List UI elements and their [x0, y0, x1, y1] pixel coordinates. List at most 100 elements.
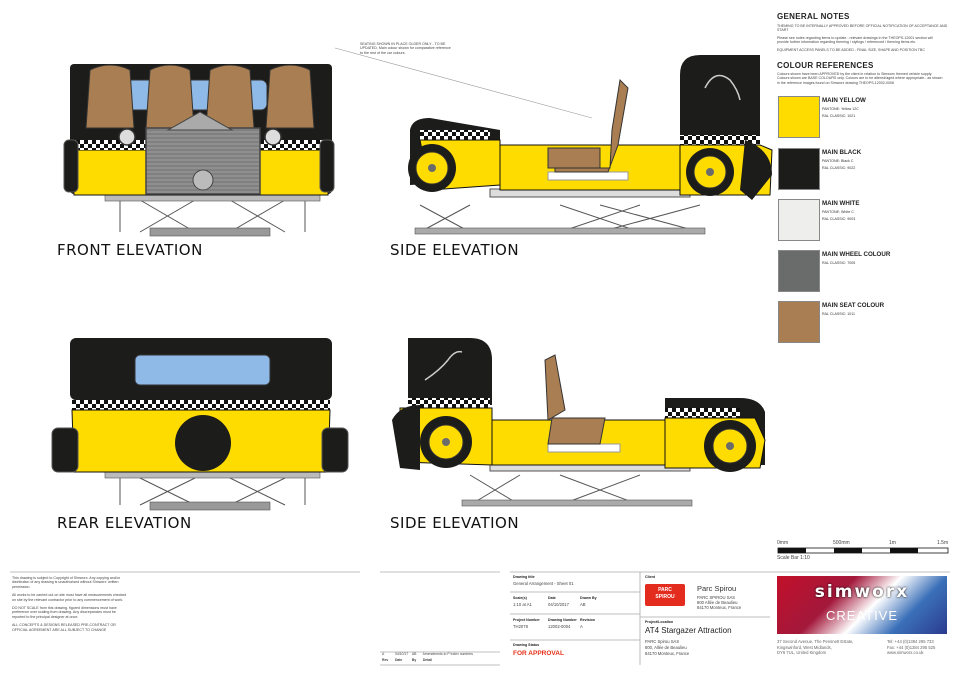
simworx-address-3: DY6 7UL, United Kingdom [777, 650, 827, 655]
swatch-ral: RAL CLASSIC: 7005 [822, 261, 856, 265]
parc-spirou-logo-line1: PARC [658, 587, 672, 593]
revision-header-rev: Rev [382, 658, 389, 663]
swatch-main-yellow [778, 96, 820, 138]
colour-references-title: COLOUR REFERENCES [777, 61, 874, 70]
simworx-web: www.simworx.co.uk [887, 650, 924, 655]
disclaimer: This drawing is subject to Copyright of … [12, 576, 130, 632]
colour-references-line-3: in the reference images found on Simworx… [777, 80, 894, 85]
rear-elevation-label: REAR ELEVATION [57, 514, 192, 532]
front-elevation-drawing [63, 64, 335, 237]
scale-tick-1-5m: 1.5m [937, 540, 949, 546]
swatch-ral: RAL CLASSIC: 9003 [822, 217, 856, 221]
general-notes: GENERAL NOTES THEMING TO BE INTERNALLY A… [777, 12, 953, 52]
client-address-1: PARC SPIROU SAS [697, 595, 736, 600]
colour-references: COLOUR REFERENCES Colours shown have bee… [777, 61, 953, 85]
swatch-name: MAIN WHITE [822, 200, 860, 207]
swatch-name: MAIN BLACK [822, 149, 862, 156]
date-label: Date [548, 596, 556, 600]
parc-spirou-logo: PARC SPIROU [645, 584, 685, 606]
client-label: Client [645, 575, 655, 579]
swatch-ral: RAL CLASSIC: 1021 [822, 114, 856, 118]
side-elevation-top-drawing [334, 47, 773, 235]
drawing-status: FOR APPROVAL [513, 650, 564, 657]
drawn-by-label: Drawn By [580, 596, 597, 600]
client-address-3: 84170 Monteux, France [697, 605, 742, 610]
drawing-status-label: Drawing Status [513, 643, 540, 647]
colour-references-line-2: Colours shown are BASE COLOURS only. Col… [777, 76, 943, 81]
general-notes-line-3: provide further information regarding th… [777, 40, 917, 45]
revision-by: AB [411, 652, 417, 656]
side-elevation-top-label: SIDE ELEVATION [390, 241, 520, 259]
revision-rev: A [382, 652, 385, 656]
swatch-main-black [778, 148, 820, 190]
revision-header-by: By [411, 658, 417, 663]
swatch-main-white [778, 199, 820, 241]
simworx-logo: simworx CREATIVE [777, 576, 947, 634]
scale-label: Scale(s) [513, 596, 527, 600]
simworx-address-1: 37 Second Avenue, The Pensnett Estate, [777, 639, 854, 644]
callout-line-3: to the rest of the car colours. [360, 50, 406, 55]
swatch-pantone: PANTONE: Black C [822, 159, 854, 163]
scale-bar-label: Scale Bar 1:10 [777, 555, 810, 561]
revision-header-detail: Detail [422, 658, 433, 663]
swatch-pantone: PANTONE: Yellow 12C [822, 107, 859, 111]
title-block-frame [10, 571, 950, 666]
general-notes-title: GENERAL NOTES [777, 12, 850, 21]
client-address-2: 800 Allée de Beaulieu [697, 600, 738, 605]
revision-value: A [580, 624, 583, 629]
disclaimer-do-not-scale: DO NOT SCALE from this drawing, figured … [12, 606, 117, 619]
seating-callout-note: SEATING SHOWN IN PLACE OLDER ONLY - TO B… [360, 42, 470, 55]
scale-tick-0: 0mm [777, 540, 789, 546]
drawing-title-label: Drawing title [513, 575, 535, 579]
drawing-number: 12002-0004 [548, 624, 571, 629]
drawn-by-value: AB [580, 602, 586, 607]
side-elevation-bottom-label: SIDE ELEVATION [390, 514, 520, 532]
project-address-3: 84170 Monteux, France [645, 651, 690, 656]
swatch-ral: RAL CLASSIC: 1011 [822, 312, 855, 316]
drawing-title: General Arrangement - Sheet 01 [513, 581, 574, 586]
revision-table: A 04/10/17 AB Amendments to P Index numb… [382, 652, 502, 663]
swatch-main-wheel [778, 250, 820, 292]
simworx-address: 37 Second Avenue, The Pensnett Estate, K… [777, 639, 877, 656]
revision-date: 04/10/17 [394, 652, 409, 656]
project-name: AT4 Stargazer Attraction [645, 626, 732, 635]
simworx-contact: Tel: +44 (0)1384 295 733 Fax: +44 (0)138… [887, 639, 952, 656]
front-elevation-label: FRONT ELEVATION [57, 241, 203, 259]
scale-tick-1m: 1m [889, 540, 896, 546]
project-address-2: 800, Allée de Beaulieu [645, 645, 687, 650]
simworx-address-2: Kingswinford, West Midlands, [777, 644, 832, 650]
revision-detail: Amendments to P Index numbers [422, 652, 473, 656]
scale-value: 1:10 at A1 [513, 602, 532, 607]
swatch-main-seat [778, 301, 820, 343]
project-number-label: Project Number [513, 618, 540, 622]
general-notes-line-1: THEMING TO BE INTERNALLY APPROVED BEFORE… [777, 24, 948, 33]
client-name: Parc Spirou [697, 584, 737, 593]
scale-bar-graphic [777, 547, 949, 554]
drawing-number-label: Drawing Number [548, 618, 577, 622]
simworx-logo-text: simworx [814, 582, 910, 602]
simworx-fax: Fax: +44 (0)1384 295 525 [887, 644, 936, 650]
colour-references-line-1: Colours shown have been APPROVED by the … [777, 72, 933, 76]
date-value: 04/10/2017 [548, 602, 569, 607]
project-number: TH2078 [513, 624, 528, 629]
disclaimer-concepts: ALL CONCEPTS & DESIGNS RELEASED PRE-CONT… [12, 623, 116, 632]
revision-header-date: Date [394, 658, 403, 663]
disclaimer-copyright: This drawing is subject to Copyright of … [12, 576, 121, 589]
callout-line-2: UPDATED. Main colour shown for comparati… [360, 46, 451, 51]
general-notes-line-4: EQUIPMENT ACCESS PANELS TO BE ADDED - FI… [777, 47, 925, 52]
scale-tick-500: 500mm [833, 540, 850, 546]
swatch-name: MAIN SEAT COLOUR [822, 302, 885, 309]
swatch-pantone: PANTONE: White C [822, 210, 854, 214]
swatch-name: MAIN WHEEL COLOUR [822, 251, 891, 258]
simworx-tel: Tel: +44 (0)1384 295 733 [887, 639, 934, 644]
callout-line-1: SEATING SHOWN IN PLACE OLDER ONLY - TO B… [360, 42, 446, 46]
rear-elevation-drawing [51, 338, 349, 511]
revision-label: Revision [580, 618, 595, 622]
parc-spirou-logo-line2: SPIROU [655, 594, 675, 600]
disclaimer-measurements: All works to be carried out on site must… [12, 593, 127, 602]
side-elevation-bottom-drawing [392, 338, 766, 507]
project-address-1: PARC Spirou SAS [645, 639, 680, 644]
project-location-label: Project/Location [645, 620, 674, 624]
swatch-name: MAIN YELLOW [822, 97, 866, 104]
